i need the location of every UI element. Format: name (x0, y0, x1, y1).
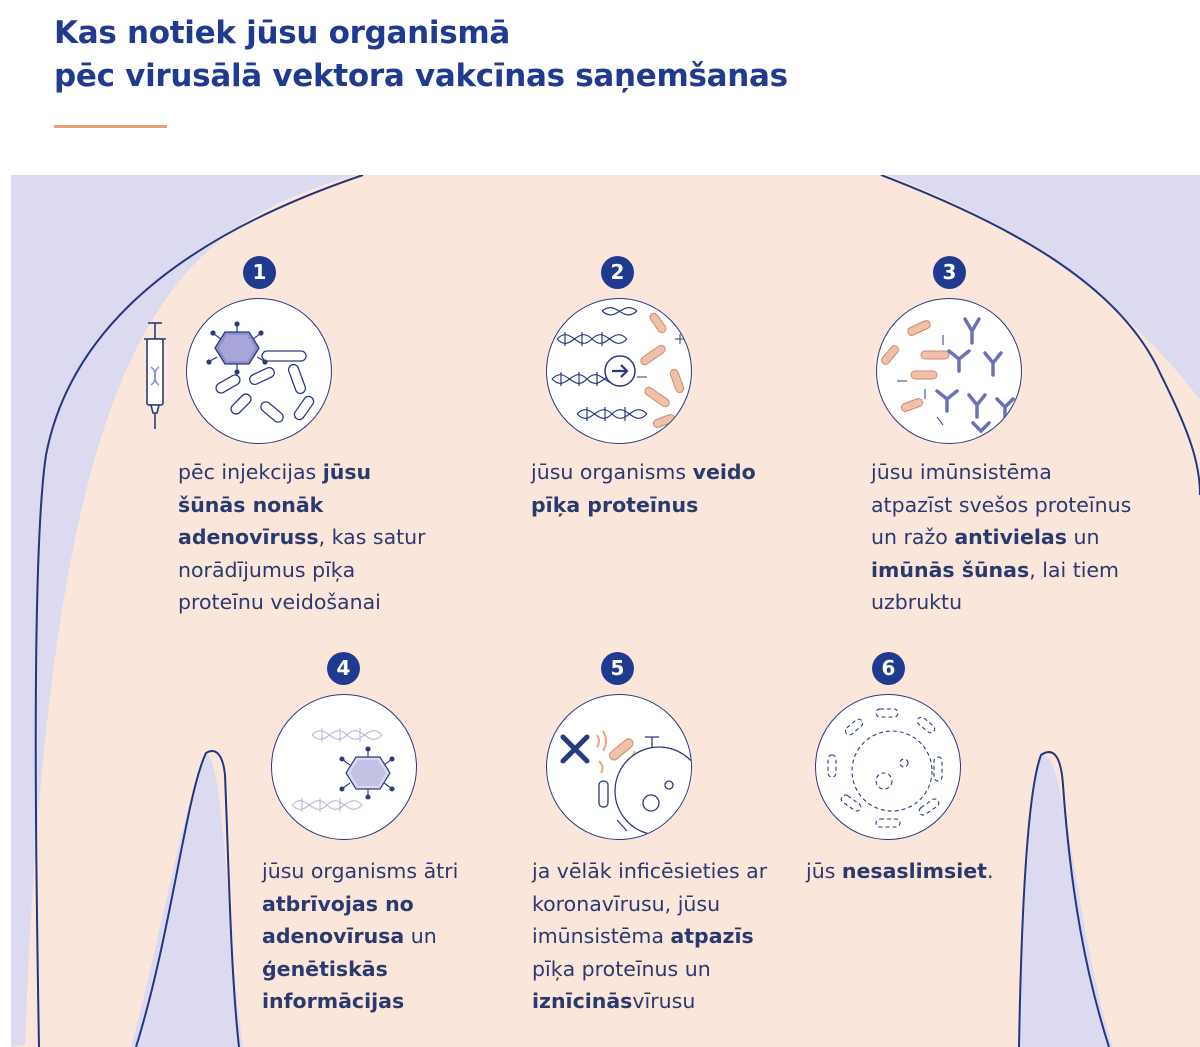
step-6-caption: jūs nesaslimsiet. (806, 855, 1056, 888)
step-4-fading-adenovirus-icon (271, 694, 417, 840)
step-3-antibodies-icon (876, 298, 1022, 444)
step-4-text-a: jūsu organisms ātri (262, 859, 459, 883)
step-5-text-c: pīķa proteīnus un (532, 956, 711, 981)
step-1-adenovirus-in-cell-icon (186, 298, 332, 444)
step-5-text-a: ja vēlāk inficēsieties ar koronavīrusu, … (532, 859, 768, 948)
step-5-text-e: vīrusu (632, 989, 696, 1013)
step-6-text-a: jūs (806, 859, 842, 883)
step-3-text-b: antivielas (954, 525, 1067, 549)
step-2-text-a: jūsu organisms (531, 460, 693, 484)
step-5-badge: 5 (601, 652, 634, 685)
step-3-caption: jūsu imūnsistēma atpazīst svešos proteīn… (871, 456, 1136, 619)
syringe-icon (144, 322, 166, 429)
step-3-badge: 3 (933, 256, 966, 289)
title-underline (54, 125, 167, 128)
step-5-text-b: atpazīs (670, 924, 754, 948)
step-3-text-c: un (1066, 525, 1100, 549)
step-3-text-e: , lai tiem uzbruktu (871, 557, 1120, 615)
step-1-text-a: pēc injekcijas (178, 460, 323, 484)
step-2-badge: 2 (601, 256, 634, 289)
step-4-text-c: un (404, 924, 437, 948)
step-4-text-d: ģenētiskās informācijas (262, 956, 405, 1014)
step-1-caption: pēc injekcijas jūsu šūnās nonāk adenovīr… (178, 456, 428, 619)
page-title: Kas notiek jūsu organismā pēc virusālā v… (54, 12, 788, 98)
step-6-badge: 6 (872, 652, 905, 685)
step-4-badge: 4 (327, 652, 360, 685)
step-6-text-c: . (986, 859, 994, 883)
step-5-coronavirus-destroyed-icon (546, 694, 692, 840)
step-6-empty-cell-icon (815, 694, 961, 840)
step-6-text-b: nesaslimsiet (841, 859, 987, 883)
step-4-text-b: atbrīvojas no adenovīrusa (262, 891, 414, 949)
step-4-caption: jūsu organisms ātri atbrīvojas no adenov… (262, 855, 462, 1018)
title-line-1: Kas notiek jūsu organismā (54, 15, 511, 51)
step-2-dna-to-protein-icon (546, 298, 692, 444)
step-5-text-d: iznīcinās (532, 989, 633, 1013)
step-2-caption: jūsu organisms veido pīķa proteīnus (531, 456, 781, 521)
step-1-text-c: , kas satur norādījumus pīķa proteīnu ve… (178, 525, 426, 614)
step-1-text-b: jūsu šūnās nonāk adenovīruss (178, 460, 372, 549)
step-5-caption: ja vēlāk inficēsieties ar koronavīrusu, … (532, 855, 777, 1018)
step-2-text-b: veido pīķa proteīnus (531, 460, 756, 517)
title-line-2: pēc virusālā vektora vakcīnas saņemšanas (54, 58, 788, 94)
step-1-badge: 1 (243, 256, 276, 289)
step-3-text-d: imūnās šūnas (871, 557, 1030, 582)
step-3-text-a: jūsu imūnsistēma atpazīst svešos proteīn… (871, 460, 1132, 549)
